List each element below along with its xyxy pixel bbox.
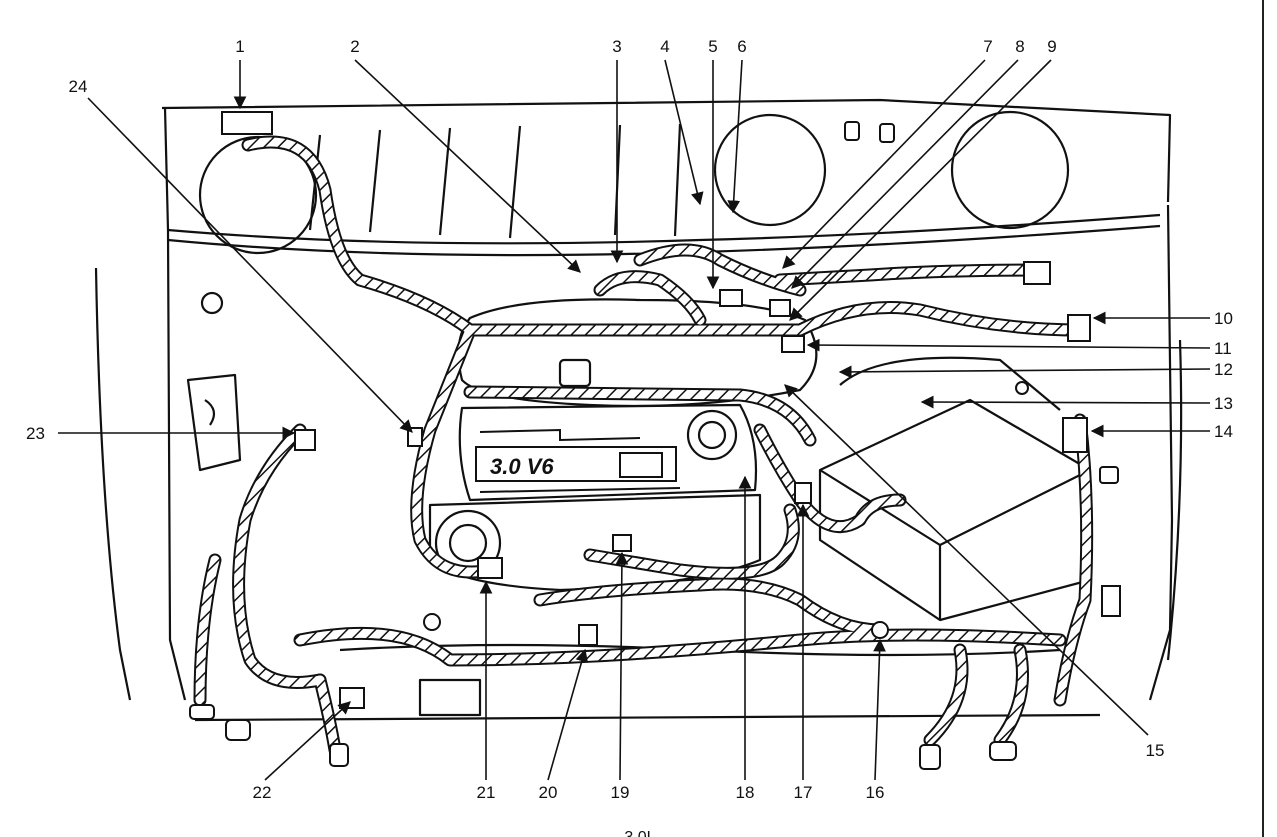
- callout-21: 21: [477, 783, 496, 802]
- callout-5: 5: [708, 37, 717, 56]
- callout-7: 7: [983, 37, 992, 56]
- callout-20: 20: [539, 783, 558, 802]
- callout-6: 6: [737, 37, 746, 56]
- callout-22: 22: [253, 783, 272, 802]
- callout-14: 14: [1214, 422, 1233, 441]
- callout-12: 12: [1214, 360, 1233, 379]
- callout-numbers: 1 2 3 4 5 6 7 8 9 10 11 12 13 14 15 16 1…: [26, 37, 1233, 802]
- right-border-line: [1262, 0, 1264, 837]
- callout-10: 10: [1214, 309, 1233, 328]
- wiring-harness: [193, 135, 1094, 757]
- callout-13: 13: [1214, 394, 1233, 413]
- callout-18: 18: [736, 783, 755, 802]
- callout-3: 3: [612, 37, 621, 56]
- callout-9: 9: [1047, 37, 1056, 56]
- callout-leader-lines: [58, 59, 1211, 781]
- engine-cover-label: 3.0 V6: [475, 428, 681, 493]
- callout-23: 23: [26, 424, 45, 443]
- callout-19: 19: [611, 783, 630, 802]
- callout-17: 17: [794, 783, 813, 802]
- engine-cover-text: 3.0 V6: [490, 454, 554, 479]
- callout-8: 8: [1015, 37, 1024, 56]
- connectors: [189, 111, 1121, 770]
- figure-caption: 3.0L: [624, 829, 655, 837]
- callout-16: 16: [866, 783, 885, 802]
- callout-1: 1: [235, 37, 244, 56]
- callout-15: 15: [1146, 741, 1165, 760]
- callout-24: 24: [69, 77, 88, 96]
- callout-2: 2: [350, 37, 359, 56]
- callout-11: 11: [1214, 339, 1232, 358]
- callout-4: 4: [660, 37, 669, 56]
